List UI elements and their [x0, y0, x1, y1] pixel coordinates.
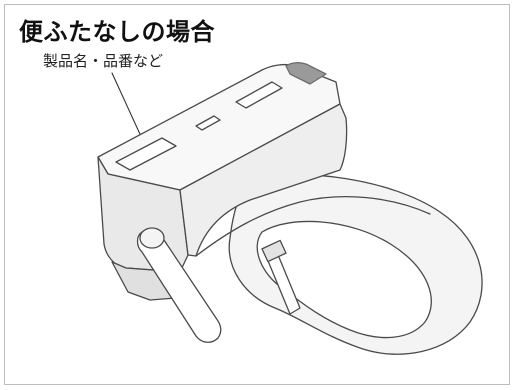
nozzle-head — [261, 239, 287, 263]
product-name-plate — [115, 137, 177, 171]
body-side — [179, 103, 348, 257]
window-right — [235, 81, 283, 109]
control-panel — [285, 62, 327, 85]
figure-title: 便ふたなしの場合 — [19, 18, 215, 46]
callout-label: 製品名・品番など — [43, 52, 164, 70]
hinge-knob — [139, 227, 165, 249]
window-small — [195, 115, 221, 131]
rim-curve — [195, 196, 431, 257]
